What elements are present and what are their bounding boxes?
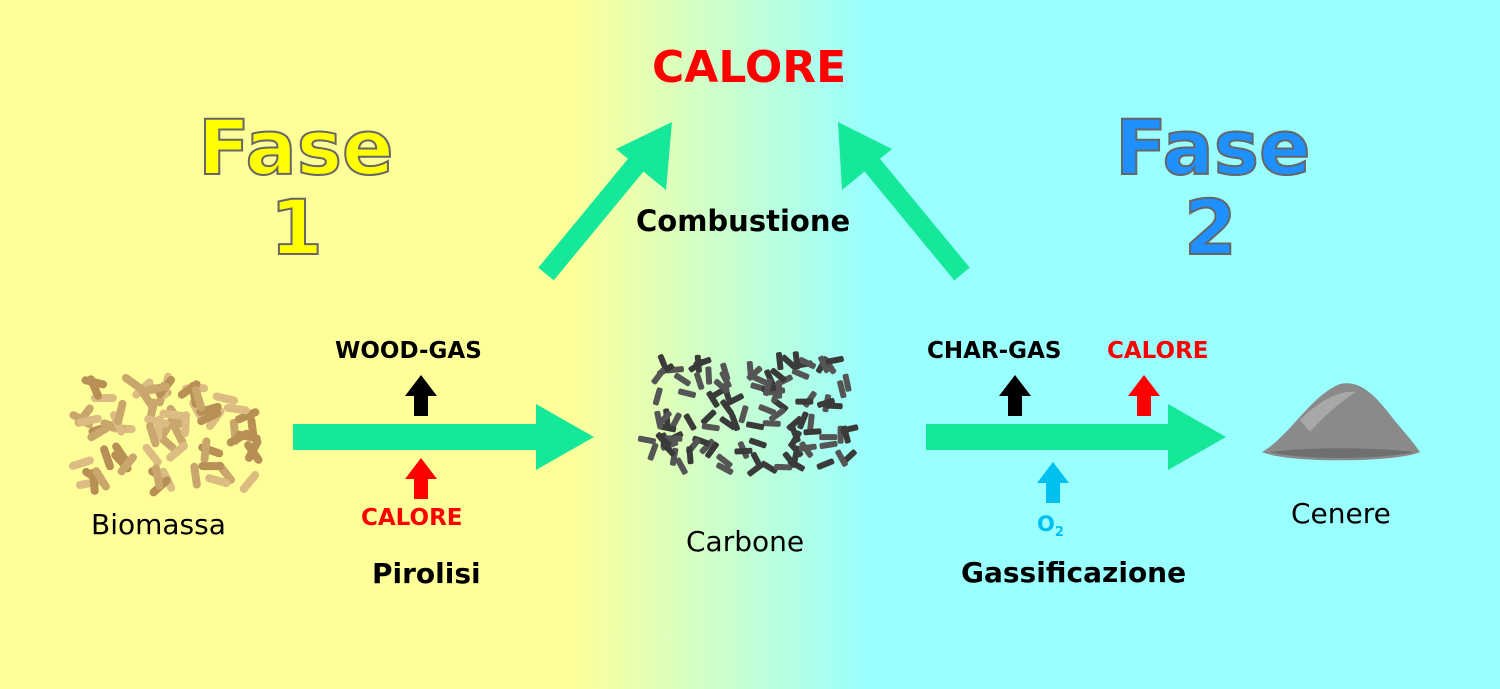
combustion-arrow-left — [538, 122, 672, 281]
gasification-label: Gassificazione — [961, 556, 1187, 589]
top-heat-label: CALORE — [652, 42, 847, 93]
ash-label: Cenere — [1291, 497, 1391, 530]
pyrolysis-label: Pirolisi — [372, 557, 481, 590]
phase1-title: Fase — [197, 103, 395, 192]
combustion-label: Combustione — [636, 204, 851, 238]
gasification-arrow — [926, 404, 1226, 470]
char-gas-label: CHAR-GAS — [927, 338, 1062, 364]
pyrolysis-heat-up-arrow — [405, 458, 437, 499]
wood-gas-up-arrow — [405, 375, 437, 416]
gasification-heat-label: CALORE — [1107, 338, 1209, 364]
combustion-arrow-right — [838, 122, 970, 281]
biomass-label: Biomassa — [91, 508, 226, 541]
oxygen-subscript: 2 — [1054, 525, 1064, 541]
gasification-heat-up-arrow — [1128, 375, 1160, 416]
phase2-title: Fase — [1114, 103, 1312, 192]
charcoal-pile-icon — [637, 351, 859, 477]
wood-gas-label: WOOD-GAS — [335, 338, 482, 364]
char-gas-up-arrow — [999, 375, 1031, 416]
pyrolysis-arrow — [293, 404, 594, 470]
phase2-number: 2 — [1183, 183, 1238, 272]
oxygen-label: O2 — [1037, 512, 1064, 541]
ash-pile-icon — [1262, 383, 1420, 461]
oxygen-symbol: O — [1037, 512, 1055, 536]
wood-pellets-icon — [68, 372, 263, 497]
carbon-label: Carbone — [686, 525, 805, 558]
pyrolysis-heat-label: CALORE — [361, 505, 463, 531]
oxygen-up-arrow — [1037, 462, 1069, 503]
phase1-number: 1 — [269, 183, 324, 272]
